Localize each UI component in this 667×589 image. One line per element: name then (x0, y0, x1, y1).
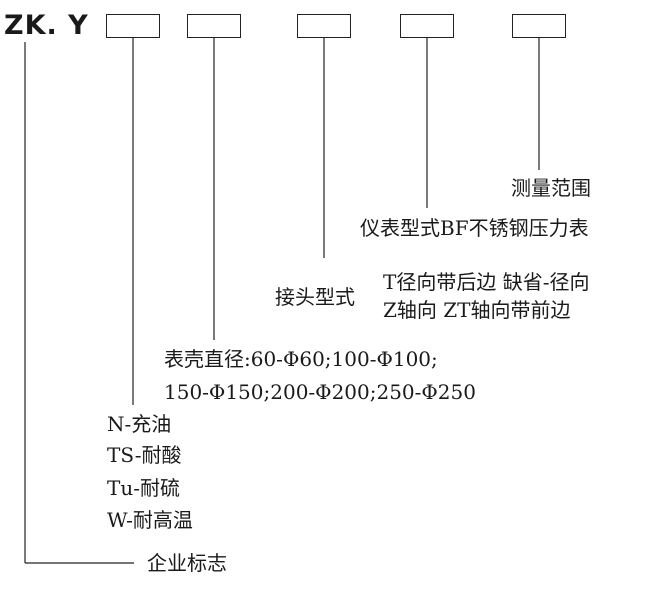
label-fill-2: TS-耐酸 (107, 443, 182, 467)
field-box-3 (297, 14, 351, 38)
label-case-line1: 表壳直径:60-Φ60;100-Φ100; (164, 347, 438, 371)
label-material: 仪表型式BF不锈钢压力表 (360, 216, 589, 240)
label-connector-line2: Z轴向 ZT轴向带前边 (383, 298, 571, 322)
field-box-5 (512, 14, 566, 38)
field-box-2 (187, 14, 241, 38)
label-connector-title: 接头型式 (275, 285, 355, 309)
label-range: 测量范围 (511, 176, 591, 200)
model-prefix: ZK. Y (4, 10, 89, 41)
label-connector-line1: T径向带后边 缺省-径向 (383, 270, 590, 294)
label-company: 企业标志 (147, 551, 227, 575)
field-box-1 (106, 14, 160, 38)
label-fill-1: N-充油 (107, 412, 172, 436)
field-box-4 (400, 14, 454, 38)
label-case-line2: 150-Φ150;200-Φ200;250-Φ250 (164, 380, 476, 404)
label-fill-4: W-耐高温 (107, 508, 193, 532)
label-fill-3: Tu-耐硫 (107, 476, 180, 500)
